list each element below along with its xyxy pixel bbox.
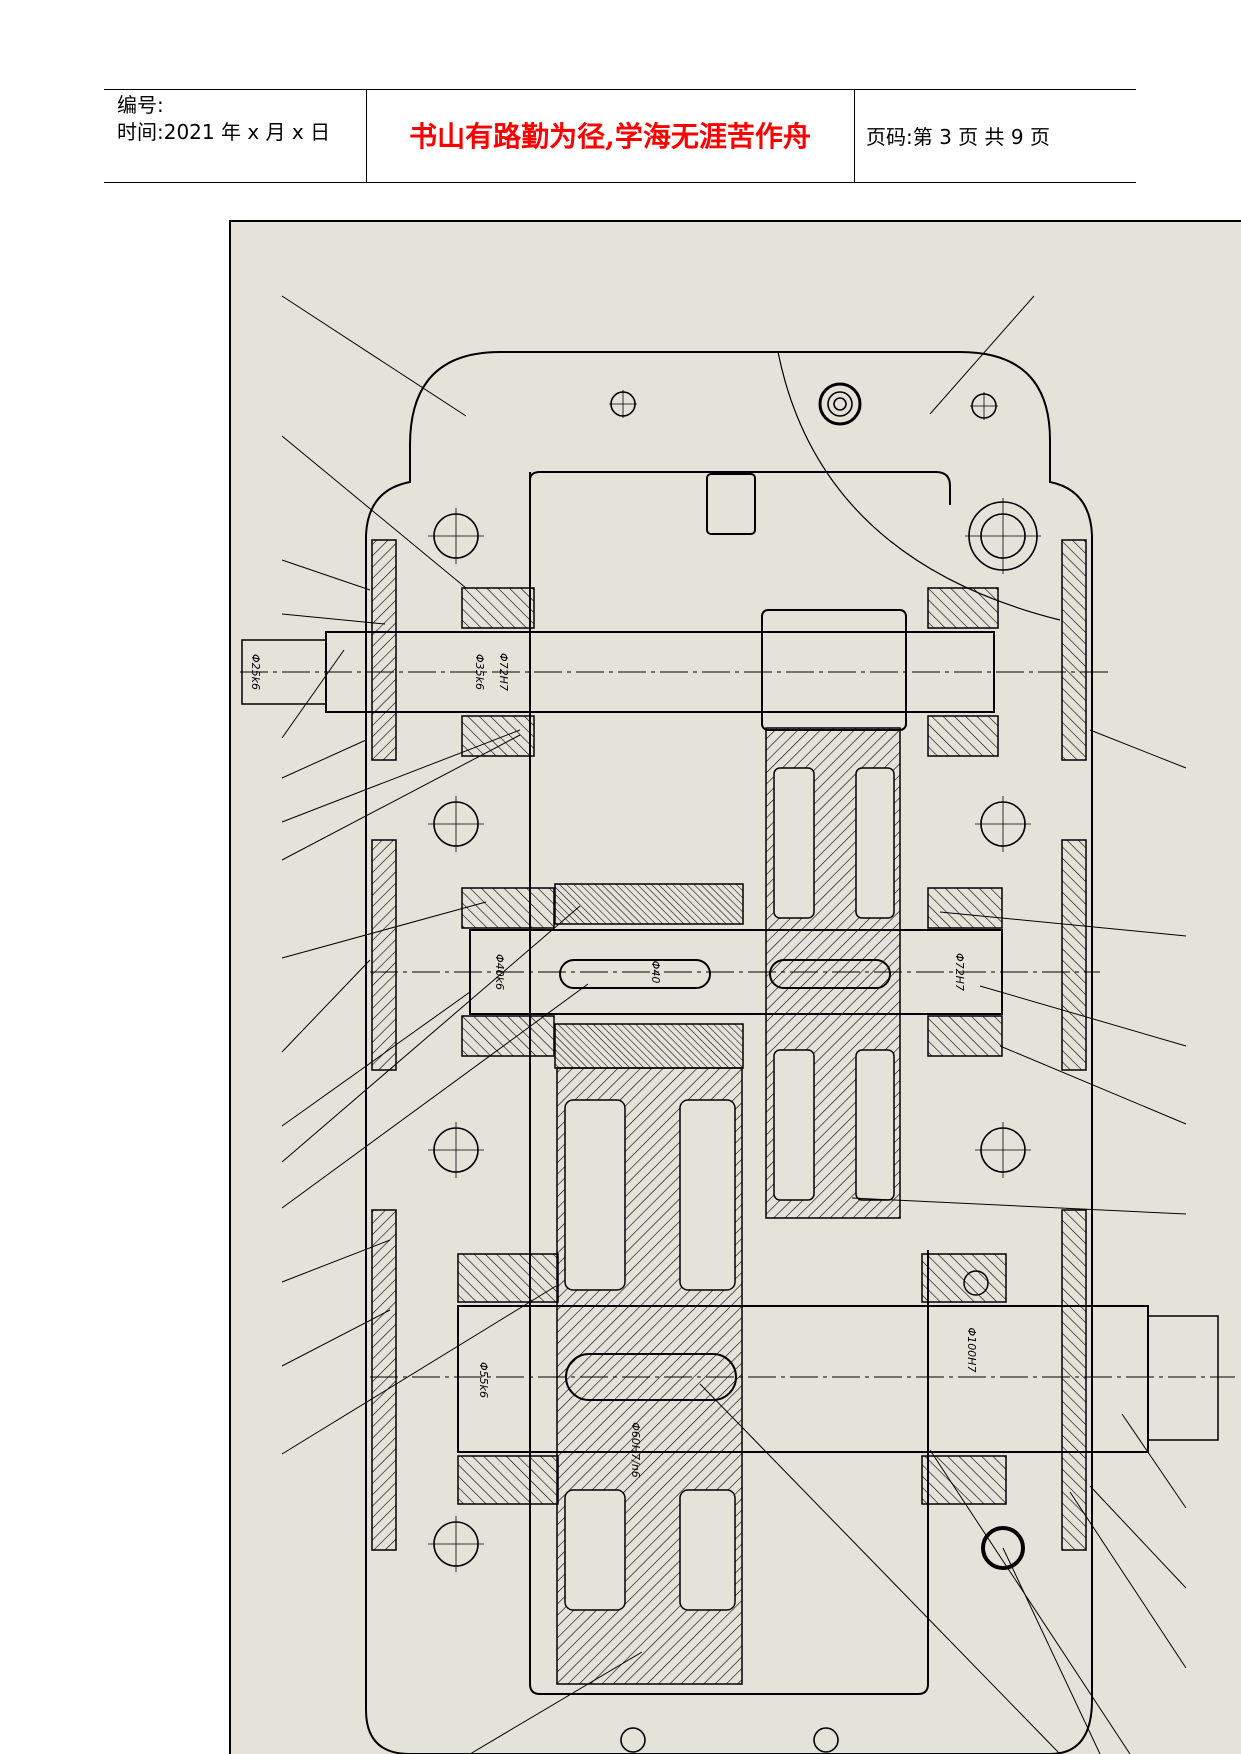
page-number-label: 页码:第 3 页 共 9 页 [866, 125, 1050, 149]
small-hole-bottom-1 [620, 1727, 646, 1753]
leader-right-12 [929, 1449, 1131, 1754]
bearing-input-right-top [927, 587, 999, 629]
bearing-input-right-bottom [927, 715, 999, 757]
leader-left-11 [281, 991, 471, 1127]
leader-right-2 [1089, 729, 1187, 769]
drain-plug [981, 1526, 1025, 1570]
leader-right-10 [1002, 1547, 1101, 1754]
bearing-mid-left-bottom [461, 1015, 555, 1057]
dimension-label-input-end: Φ25k6 [249, 654, 262, 690]
leader-left-10 [281, 959, 371, 1053]
dimension-label-output-bearing: Φ100H7 [965, 1328, 978, 1373]
intermediate-gear-web-4 [855, 1049, 895, 1201]
leader-right-7 [1121, 1413, 1187, 1509]
output-gear-web-3 [564, 1489, 626, 1611]
right-wall-upper [1061, 539, 1087, 761]
left-wall-upper [371, 539, 397, 761]
leader-left-9 [281, 901, 487, 959]
small-hole-top-left [609, 390, 637, 418]
output-gear-web-1 [564, 1099, 626, 1291]
left-wall-middle [371, 839, 397, 1071]
intermediate-gear-web-1 [773, 767, 815, 919]
leader-left-14 [281, 1239, 391, 1283]
bolt-hole-5 [975, 796, 1031, 852]
leader-right-4 [979, 985, 1187, 1047]
bearing-input-left-bottom [461, 715, 535, 757]
bolt-hole-1 [428, 508, 484, 564]
leader-left-15 [281, 1309, 391, 1367]
bolt-hole-3 [428, 1122, 484, 1178]
leader-right-5 [999, 1045, 1187, 1125]
output-gear-web-4 [679, 1489, 736, 1611]
housing-cavity [529, 472, 929, 1695]
intermediate-gear-web-2 [855, 767, 895, 919]
dimension-label-intermediate-gear: Φ40 [649, 961, 662, 984]
motto-text: 书山有路勤为径,学海无涯苦作舟 [409, 120, 811, 153]
header-divider-right [854, 90, 855, 183]
right-wall-lower [1061, 1209, 1087, 1551]
bolt-hole-6 [975, 1122, 1031, 1178]
bearing-mid-right-top [927, 887, 1003, 929]
leader-left-16 [281, 1285, 557, 1455]
leader-right-1 [929, 295, 1035, 415]
date-label: 时间:2021 年 x 月 x 日 [117, 120, 331, 144]
lifting-eye [965, 498, 1041, 574]
keyway-intermediate-1 [559, 959, 711, 989]
oil-plug [818, 382, 862, 426]
right-wall-middle [1061, 839, 1087, 1071]
bearing-ball [963, 1270, 989, 1296]
gear-rim-bottom [554, 1023, 744, 1069]
bearing-input-left-top [461, 587, 535, 629]
bolt-hole-2 [428, 796, 484, 852]
serial-number-label: 编号: [117, 93, 164, 117]
leader-right-8 [1089, 1485, 1187, 1589]
header-top-rule [104, 89, 1136, 90]
leader-left-8 [281, 734, 521, 861]
housing-outline [365, 351, 1093, 1754]
bearing-output-left-bottom [457, 1455, 559, 1505]
header-bottom-rule [104, 182, 1136, 183]
cutaway-arc [777, 351, 1061, 621]
bolt-hole-4 [428, 1516, 484, 1572]
output-shaft-end [1147, 1315, 1219, 1441]
left-wall-lower [371, 1209, 397, 1551]
intermediate-gear-web-3 [773, 1049, 815, 1201]
bearing-output-left-top [457, 1253, 559, 1303]
header-divider-left [366, 90, 367, 183]
dimension-label-intermediate-right: Φ72H7 [953, 953, 966, 991]
leader-right-6 [851, 1197, 1187, 1215]
inspection-window [706, 473, 756, 535]
leader-left-1 [281, 295, 467, 417]
leader-left-7 [281, 729, 521, 823]
dimension-label-output-shaft: Φ55k6 [477, 1362, 490, 1398]
leader-left-12 [281, 905, 581, 1163]
small-hole-bottom-2 [813, 1727, 839, 1753]
leader-left-5 [281, 649, 345, 739]
leader-left-2 [281, 435, 467, 589]
dimension-label-intermediate-left: Φ40k6 [493, 954, 506, 990]
leader-right-9 [1069, 1491, 1187, 1669]
leader-right-3 [939, 911, 1187, 937]
leader-left-3 [281, 559, 371, 591]
dimension-label-output-gear: Φ60H7/n6 [629, 1422, 642, 1478]
small-hole-top-right [970, 392, 998, 420]
bearing-output-right-top [921, 1253, 1007, 1303]
leader-left-13 [281, 983, 589, 1209]
gear-rim-top [554, 883, 744, 925]
dimension-label-input-bearing: Φ72H7 [497, 653, 510, 691]
bearing-mid-left-top [461, 887, 555, 929]
bearing-mid-right-bottom [927, 1015, 1003, 1057]
bearing-output-right-bottom [921, 1455, 1007, 1505]
cover-inner-outline [529, 471, 951, 505]
leader-left-6 [281, 739, 367, 779]
leader-left-4 [281, 613, 386, 625]
leader-left-17 [469, 1651, 643, 1754]
output-gear-web-2 [679, 1099, 736, 1291]
leader-right-11 [699, 1383, 1061, 1754]
dimension-label-input-shaft: Φ35k6 [473, 654, 486, 690]
